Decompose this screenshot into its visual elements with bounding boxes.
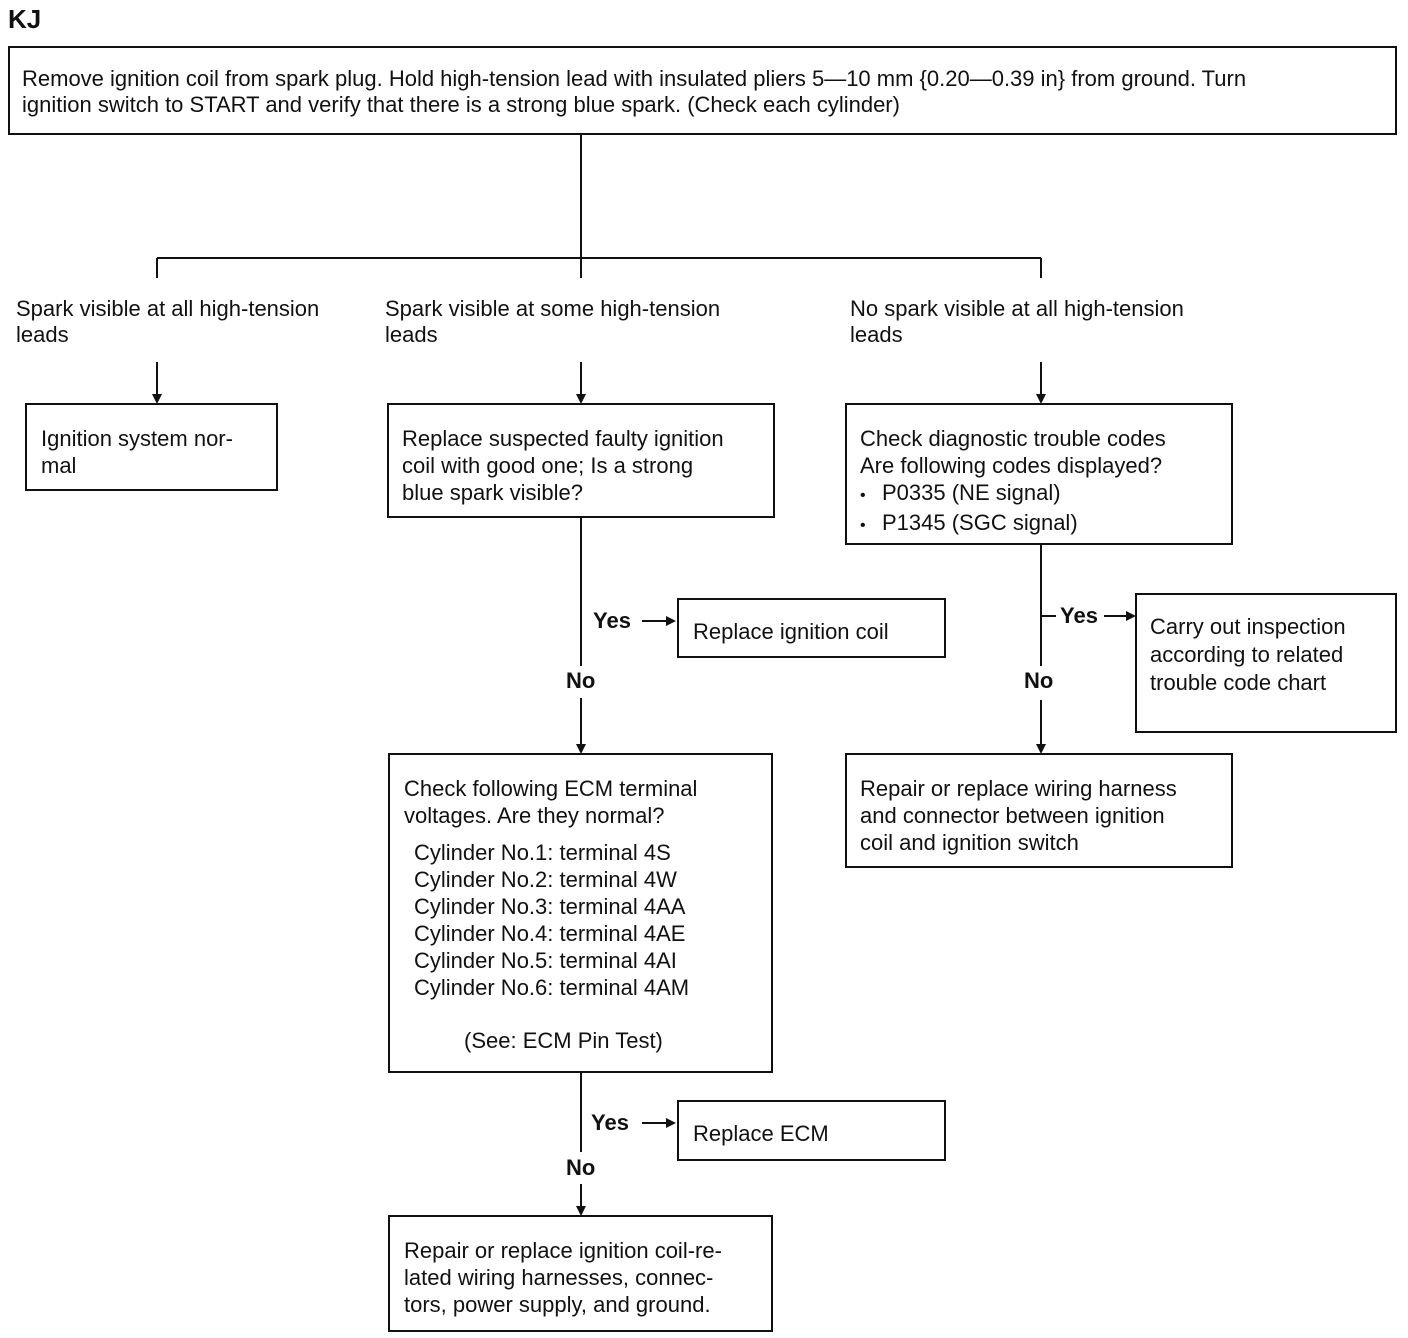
ignition-normal-line-2: mal	[41, 453, 77, 478]
cylinder-terminal-item: Cylinder No.4: terminal 4AE	[414, 921, 686, 946]
replace-ecm-text: Replace ECM	[693, 1121, 829, 1146]
ecm-pin-test-reference: (See: ECM Pin Test)	[464, 1028, 663, 1053]
no-label-ecm: No	[566, 1155, 596, 1180]
branch-label-right-line-2: leads	[850, 322, 903, 347]
check-ecm-voltage-box: Check following ECM terminal voltages. A…	[388, 753, 773, 1073]
yes-label-replace: Yes	[593, 608, 631, 633]
replace-ignition-coil-text: Replace ignition coil	[693, 619, 889, 644]
carry-out-line-1: Carry out inspection	[1150, 614, 1346, 639]
page-title: KJ	[8, 4, 42, 34]
dtc-code-item: P0335 (NE signal)	[860, 479, 1221, 509]
repair-coil-related-line-3: tors, power supply, and ground.	[404, 1292, 711, 1317]
ignition-normal-box: Ignition system nor- mal	[25, 403, 278, 491]
branch-label-right-line-1: No spark visible at all high-tension	[850, 296, 1184, 321]
ignition-normal-line-1: Ignition system nor-	[41, 426, 233, 451]
yes-label-dtc: Yes	[1060, 603, 1098, 628]
cylinder-terminal-item: Cylinder No.6: terminal 4AM	[414, 975, 690, 1000]
replace-coil-question-box: Replace suspected faulty ignition coil w…	[387, 403, 775, 518]
replace-ecm-box: Replace ECM	[677, 1100, 946, 1161]
cylinder-terminal-item: Cylinder No.1: terminal 4S	[414, 840, 671, 865]
branch-label-middle-line-2: leads	[385, 322, 438, 347]
repair-harness-switch-line-2: and connector between ignition	[860, 803, 1165, 828]
check-dtc-line-2: Are following codes displayed?	[860, 453, 1163, 478]
start-step-line-1: Remove ignition coil from spark plug. Ho…	[22, 66, 1247, 91]
replace-coil-question-line-1: Replace suspected faulty ignition	[402, 426, 724, 451]
no-label-dtc: No	[1024, 668, 1054, 693]
carry-out-inspection-box: Carry out inspection according to relate…	[1135, 593, 1397, 733]
carry-out-line-2: according to related	[1150, 642, 1344, 667]
check-ecm-line-1: Check following ECM terminal	[404, 776, 698, 801]
replace-coil-question-line-2: coil with good one; Is a strong	[402, 453, 694, 478]
branch-label-left: Spark visible at all high-tension leads	[16, 296, 319, 348]
repair-harness-switch-line-1: Repair or replace wiring harness	[860, 776, 1177, 801]
replace-coil-question-line-3: blue spark visible?	[402, 480, 583, 505]
repair-coil-related-line-1: Repair or replace ignition coil-re-	[404, 1238, 722, 1263]
start-step-line-2: ignition switch to START and verify that…	[22, 92, 900, 117]
branch-label-left-line-2: leads	[16, 322, 69, 347]
check-ecm-line-2: voltages. Are they normal?	[404, 803, 665, 828]
branch-label-middle: Spark visible at some high-tension leads	[385, 296, 720, 348]
cylinder-terminal-item: Cylinder No.2: terminal 4W	[414, 867, 677, 892]
yes-label-ecm: Yes	[591, 1110, 629, 1135]
cylinder-terminal-item: Cylinder No.3: terminal 4AA	[414, 894, 686, 919]
check-dtc-box: Check diagnostic trouble codes Are follo…	[845, 403, 1233, 545]
repair-harness-switch-box: Repair or replace wiring harness and con…	[845, 753, 1233, 868]
repair-harness-switch-line-3: coil and ignition switch	[860, 830, 1079, 855]
check-dtc-line-1: Check diagnostic trouble codes	[860, 426, 1166, 451]
no-label-replace: No	[566, 668, 596, 693]
cylinder-terminal-item: Cylinder No.5: terminal 4AI	[414, 948, 677, 973]
repair-coil-related-line-2: lated wiring harnesses, connec-	[404, 1265, 714, 1290]
repair-coil-related-box: Repair or replace ignition coil-re- late…	[388, 1215, 773, 1332]
branch-label-middle-line-1: Spark visible at some high-tension	[385, 296, 721, 321]
carry-out-line-3: trouble code chart	[1150, 670, 1327, 695]
branch-label-right: No spark visible at all high-tension lea…	[850, 296, 1184, 348]
dtc-code-item: P1345 (SGC signal)	[860, 509, 1221, 539]
branch-label-left-line-1: Spark visible at all high-tension	[16, 296, 320, 321]
start-step-box: Remove ignition coil from spark plug. Ho…	[8, 46, 1397, 135]
replace-ignition-coil-box: Replace ignition coil	[677, 598, 946, 658]
